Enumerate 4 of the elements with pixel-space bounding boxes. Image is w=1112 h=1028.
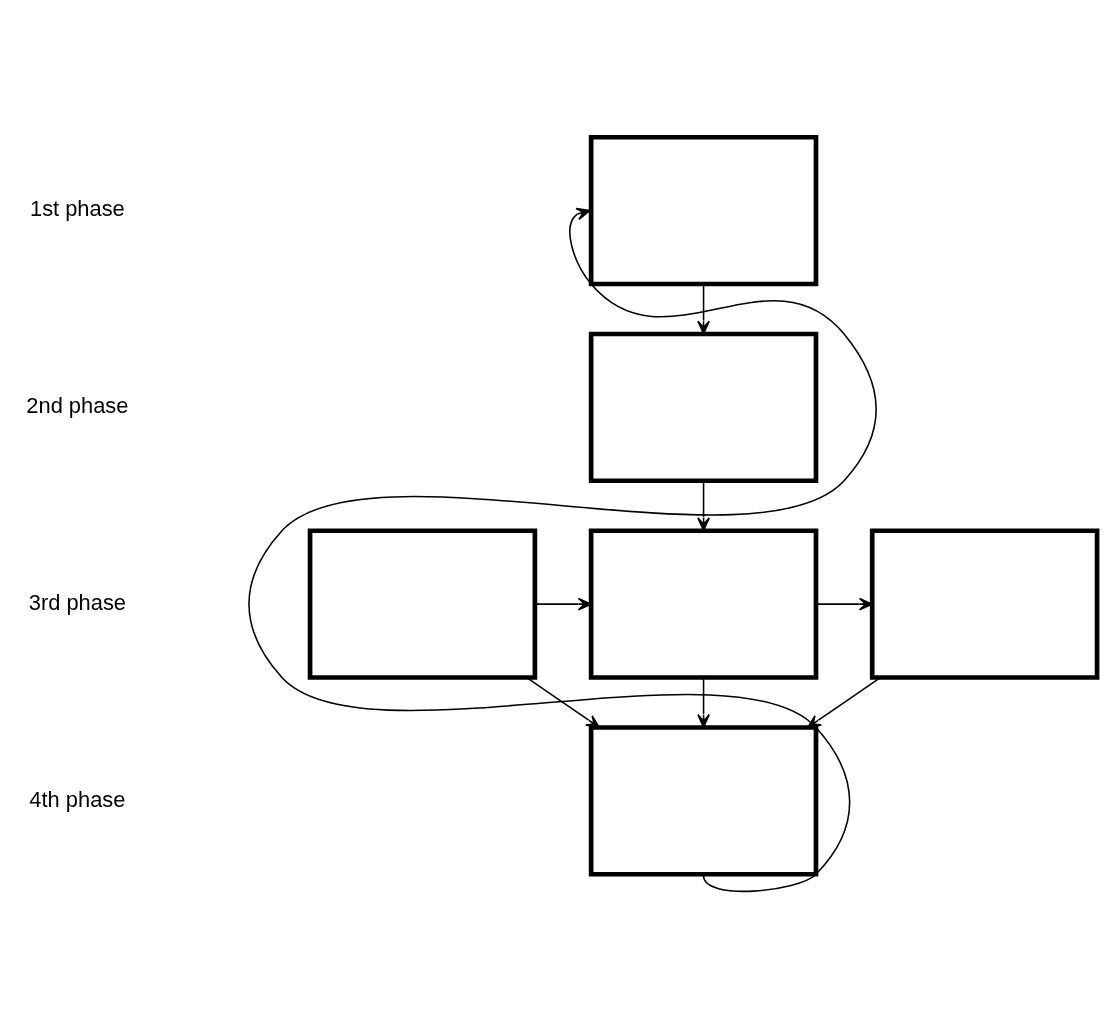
label: 4th phase bbox=[29, 786, 126, 812]
label: 2nd phase bbox=[26, 392, 129, 418]
label: 3rd phase bbox=[28, 589, 127, 615]
label: 1st phase bbox=[30, 195, 125, 221]
